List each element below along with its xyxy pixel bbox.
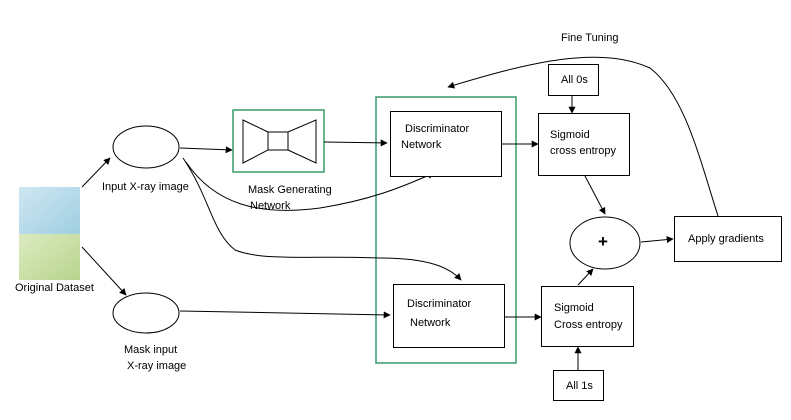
mask-generating-label-2: Network [250,200,291,212]
sigmoid-top-label-2: cross entropy [550,145,617,157]
discriminator-bottom-label-2: Network [410,317,451,329]
arrow-sigmoid-top-to-sum [584,175,606,215]
discriminator-bottom-label-1: Discriminator [407,298,472,310]
arrow-dataset-to-input [81,157,111,188]
fine-tuning-label: Fine Tuning [561,32,619,44]
all-ones-label: All 1s [566,380,593,392]
apply-gradients-label: Apply gradients [688,233,764,245]
mask-network-frame [232,109,325,173]
all-zeros-box: All 0s [548,64,599,96]
sigmoid-bottom-label-2: Cross entropy [554,319,623,331]
discriminator-bottom-box: Discriminator Network [393,284,505,348]
discriminator-top-box: Discriminator Network [390,111,502,177]
mask-input-label-2: X-ray image [127,360,187,372]
dataset-image-bottom [19,234,80,280]
sum-node [569,216,641,270]
discriminator-group-frame [375,96,517,364]
sigmoid-bottom-box: Sigmoid Cross entropy [541,286,634,347]
dataset-image-top [19,187,80,234]
arrow-mask-input-to-disc [179,310,391,319]
autoencoder-icon [242,119,317,164]
mask-input-node [112,292,180,334]
arrow-fine-tuning-feedback [447,56,719,217]
original-dataset-label: Original Dataset [15,282,94,294]
mask-input-label-1: Mask input [124,344,178,356]
input-xray-node [112,125,180,169]
all-zeros-label: All 0s [561,74,588,86]
sigmoid-bottom-label-1: Sigmoid [554,302,594,314]
arrow-input-to-disc-top-curve [185,161,435,211]
sigmoid-top-box: Sigmoid cross entropy [538,113,630,176]
mask-generating-label-1: Mask Generating [248,184,332,196]
discriminator-top-label-1: Discriminator [405,123,470,135]
arrow-input-to-disc-bottom-curve [182,157,462,281]
all-ones-box: All 1s [553,370,604,401]
input-xray-label: Input X-ray image [102,181,189,193]
arrow-input-to-mask-net [179,146,233,154]
arrow-sigmoid-bottom-to-sum [577,268,594,286]
arrow-sum-to-apply [640,236,674,244]
sigmoid-top-label-1: Sigmoid [550,129,590,141]
apply-gradients-box: Apply gradients [674,216,782,262]
sum-plus-symbol: + [598,232,608,251]
arrow-dataset-to-mask [81,246,127,296]
discriminator-top-label-2: Network [401,139,442,151]
arrow-mask-net-to-disc [323,139,388,147]
